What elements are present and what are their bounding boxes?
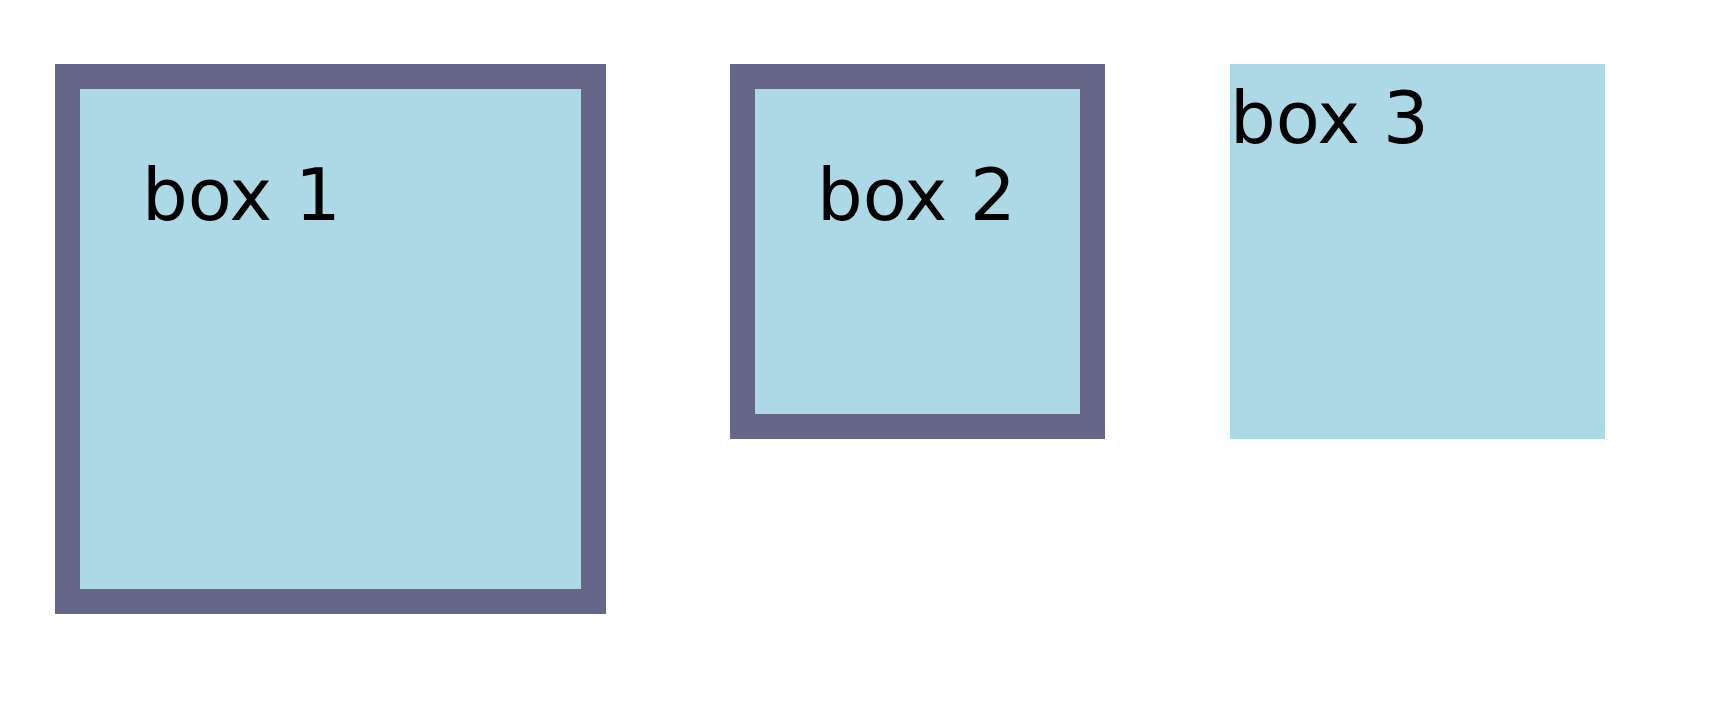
box-1: box 1 — [55, 64, 606, 614]
box-2-label: box 2 — [817, 153, 1016, 237]
box-3: box 3 — [1230, 64, 1605, 439]
box-2: box 2 — [730, 64, 1105, 439]
box-1-label: box 1 — [142, 153, 341, 237]
box-3-label: box 3 — [1230, 76, 1429, 160]
